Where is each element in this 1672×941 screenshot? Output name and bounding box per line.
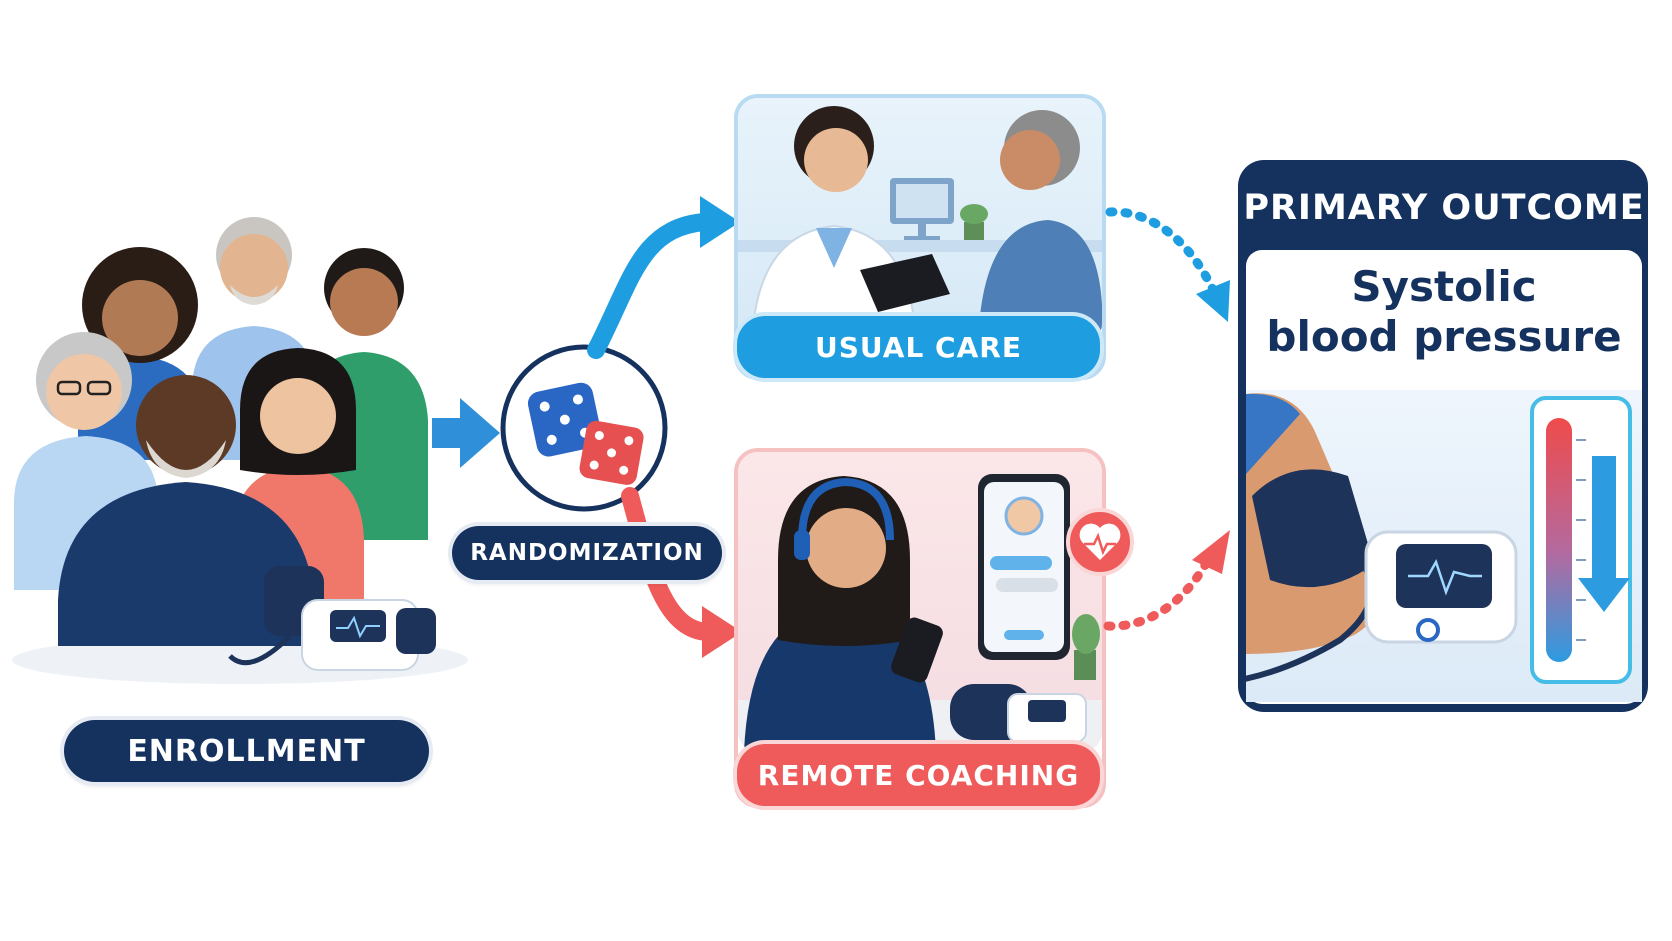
outcome-measure-line-1: Systolic [1351,262,1537,311]
usual-care-label: USUAL CARE [737,316,1100,378]
heart-pulse-icon [1066,508,1134,576]
patient-figure [978,110,1102,344]
arrow-remote-coaching-to-outcome [1103,530,1230,631]
arrow-to-remote-coaching [621,487,742,658]
arrow-to-usual-care [587,196,740,359]
arrow-enrollment-to-randomization [432,398,500,468]
remote-coaching-label: REMOTE COACHING [737,744,1100,806]
bp-monitor-icon [1364,530,1518,644]
randomization-label: RANDOMIZATION [452,526,722,580]
phone-icon [978,474,1070,660]
enrollment-illustration [12,217,468,684]
primary-outcome-measure: Systolic blood pressure [1240,262,1648,362]
doctor-figure [750,106,950,344]
outcome-measure-line-2: blood pressure [1266,312,1622,361]
primary-outcome-panel [1238,160,1648,712]
randomization-node [500,344,668,512]
decreasing-gauge-icon [1530,396,1632,684]
primary-outcome-header: PRIMARY OUTCOME [1243,188,1645,228]
coach-figure [744,476,943,752]
dice-icon [527,382,644,485]
bp-monitor-icon [228,566,436,671]
remote-coaching-panel [734,448,1134,808]
patient-figure [58,375,314,646]
bp-monitor-icon [950,684,1087,743]
enrollment-label: ENROLLMENT [64,720,429,782]
usual-care-panel [734,94,1106,380]
arrow-usual-care-to-outcome [1105,207,1230,322]
